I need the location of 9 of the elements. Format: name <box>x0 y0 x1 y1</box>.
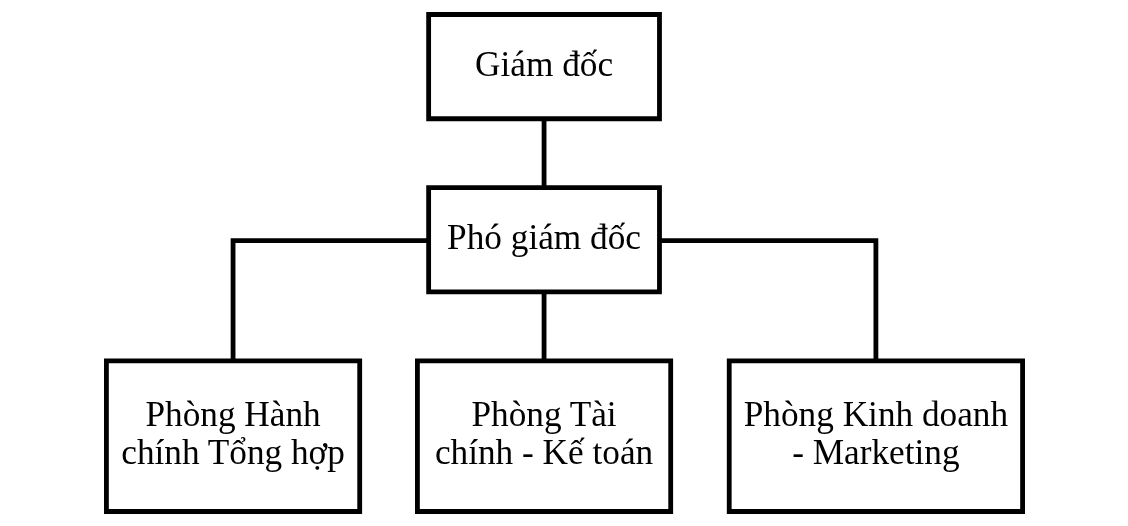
node-box: Phó giám đốc <box>425 185 662 295</box>
connector <box>659 238 878 361</box>
connector <box>230 238 428 361</box>
connector <box>541 291 546 361</box>
node-box: Giám đốc <box>425 12 662 122</box>
connector <box>541 119 546 188</box>
node-box: Phòng Hành chính Tổng hợp <box>103 358 362 514</box>
node-box: Phòng Kinh doanh - Marketing <box>726 358 1025 514</box>
node-box: Phòng Tài chính - Kế toán <box>414 358 673 514</box>
